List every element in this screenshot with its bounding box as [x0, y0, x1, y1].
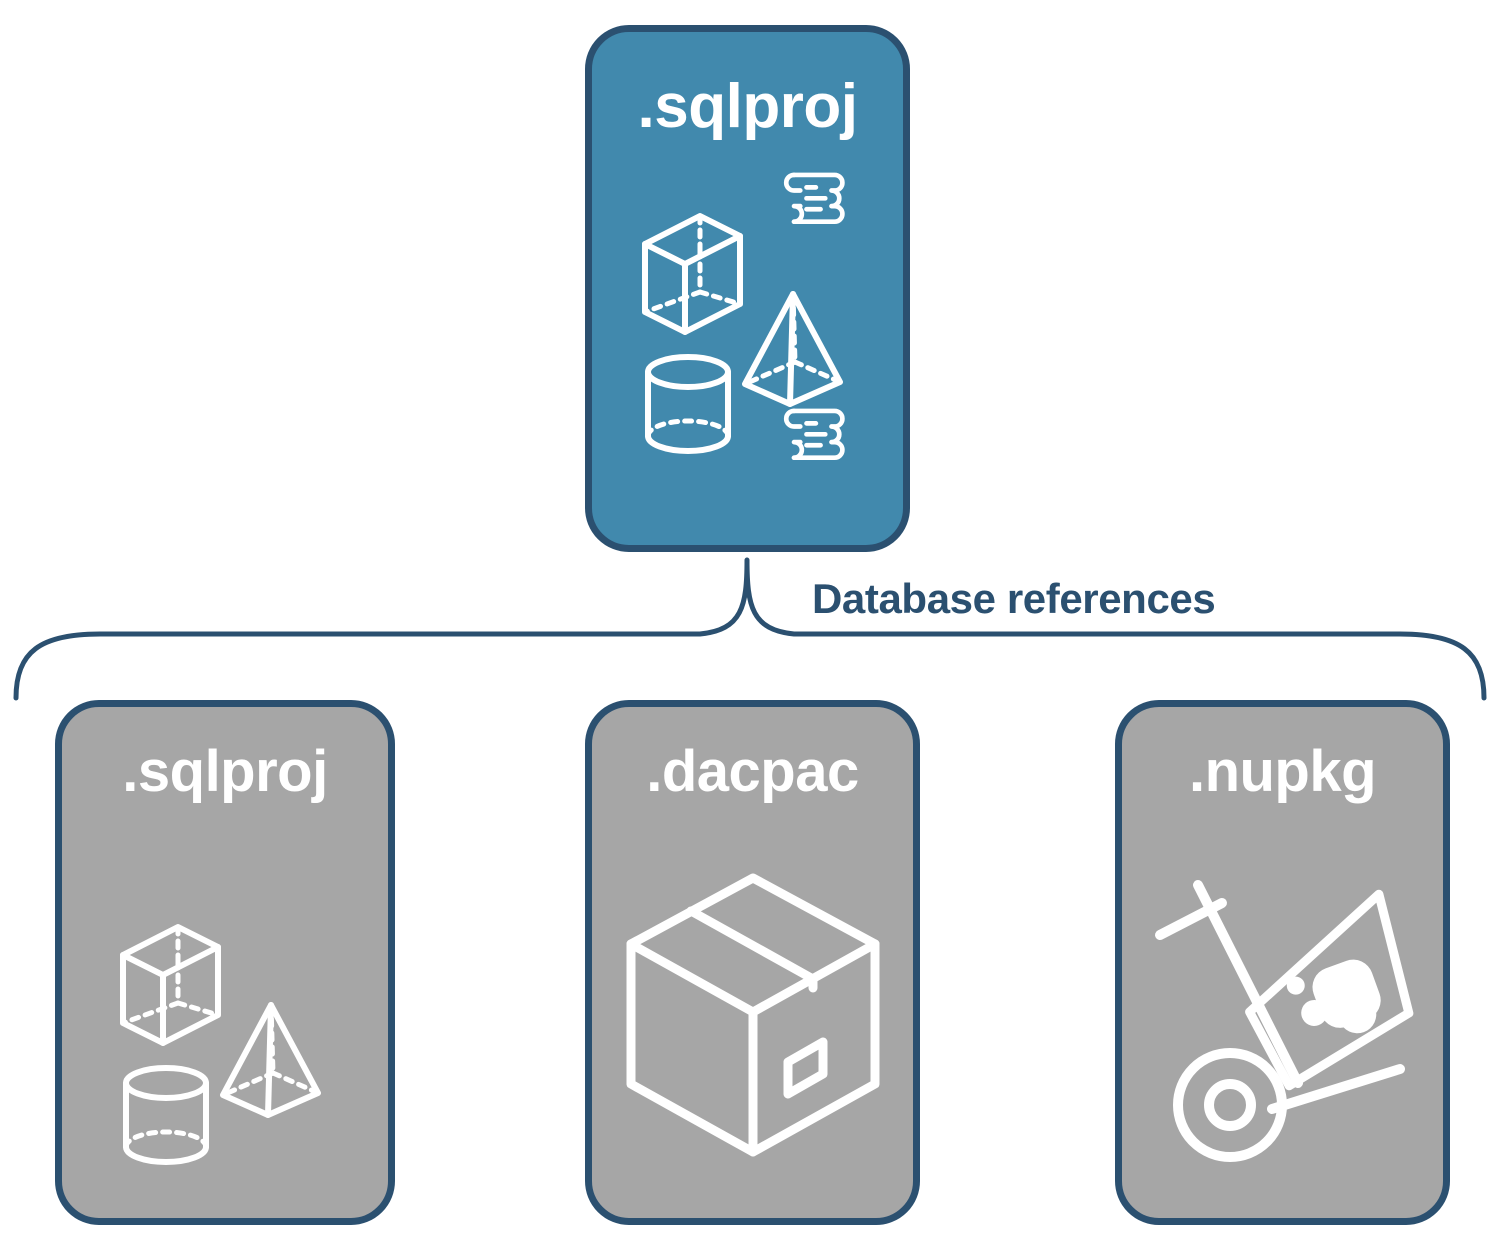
- pyramid-wireframe-icon: [742, 290, 843, 407]
- card-title: .nupkg: [1188, 739, 1377, 804]
- bracket-connector: [13, 557, 1487, 701]
- root-icon-group: [642, 172, 845, 460]
- card-root-sqlproj[interactable]: .sqlproj: [585, 25, 910, 552]
- card-artwork: [592, 801, 913, 1218]
- card-title: .sqlproj: [122, 739, 328, 804]
- card-reference-dacpac[interactable]: .dacpac: [585, 700, 920, 1225]
- card-title: .dacpac: [646, 739, 859, 804]
- card-artwork: [62, 801, 388, 1218]
- cube-wireframe-icon: [119, 924, 221, 1046]
- cube-wireframe-icon: [642, 212, 743, 335]
- card-artwork: [1122, 801, 1443, 1218]
- hand-truck-package-icon: [1155, 879, 1414, 1162]
- ref-sqlproj-icon-group: [119, 924, 321, 1165]
- card-reference-nupkg[interactable]: .nupkg: [1115, 700, 1450, 1225]
- cylinder-wireframe-icon: [122, 1065, 209, 1165]
- shipping-box-icon: [626, 873, 879, 1156]
- scroll-icon: [783, 408, 845, 460]
- connector-label: Database references: [812, 575, 1216, 622]
- pyramid-wireframe-icon: [219, 1002, 321, 1118]
- card-artwork: [592, 138, 903, 545]
- card-title: .sqlproj: [637, 72, 858, 141]
- cylinder-wireframe-icon: [645, 353, 731, 454]
- scroll-icon: [783, 172, 845, 224]
- card-reference-sqlproj[interactable]: .sqlproj: [55, 700, 395, 1225]
